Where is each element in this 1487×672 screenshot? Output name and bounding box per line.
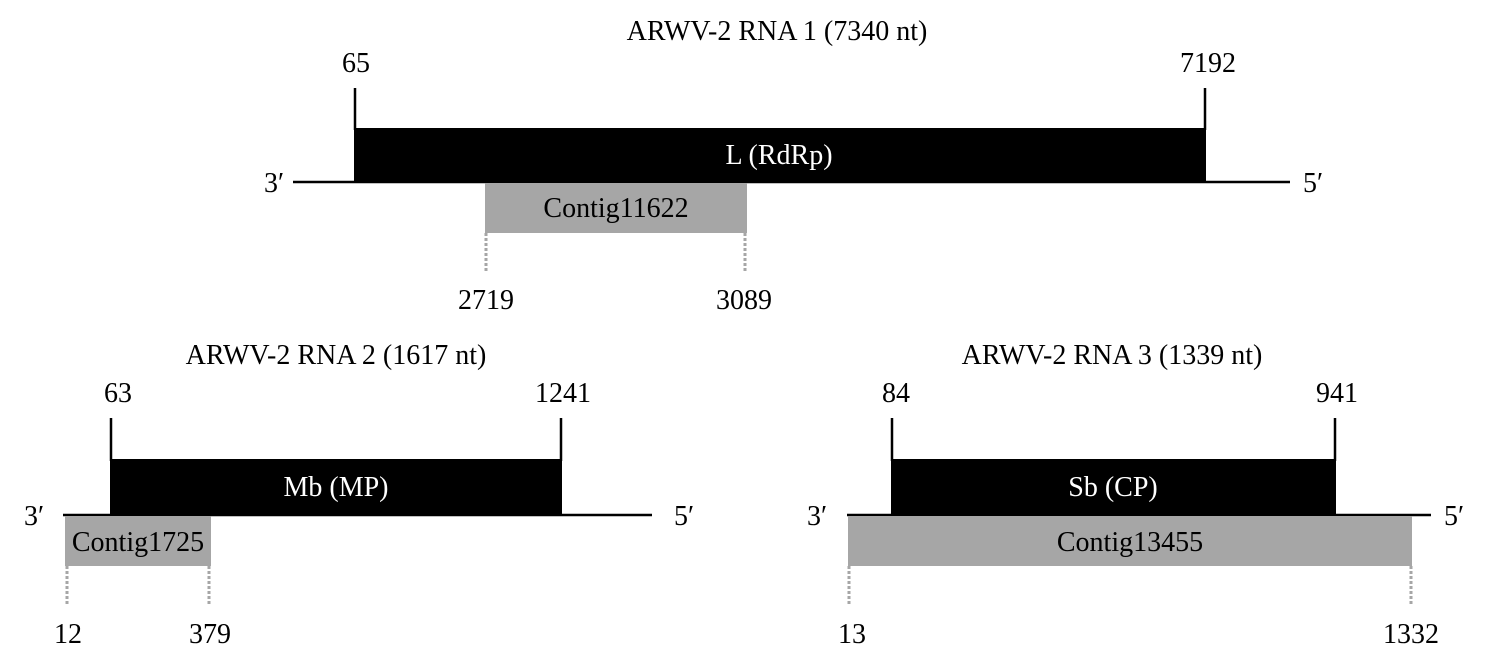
contig-end-pos: 1332	[1383, 619, 1439, 650]
end-5prime-label: 5′	[1303, 168, 1323, 199]
contig-start-pos: 12	[54, 619, 82, 650]
orf-label: L (RdRp)	[725, 140, 832, 171]
contig-block	[485, 183, 747, 233]
end-5prime-label: 5′	[674, 501, 694, 532]
contig-end-pos: 379	[189, 619, 231, 650]
contig-label: Contig13455	[1057, 527, 1203, 558]
orf-block	[354, 128, 1206, 182]
orf-end-pos: 7192	[1180, 48, 1236, 79]
segment-title: ARWV-2 RNA 3 (1339 nt)	[962, 340, 1263, 371]
orf-block	[110, 459, 562, 515]
end-3prime-label: 3′	[807, 501, 827, 532]
segment-rna3: ARWV-2 RNA 3 (1339 nt) 3′ 5′ 84 941 Sb (…	[807, 340, 1464, 650]
orf-start-pos: 84	[882, 378, 910, 409]
end-3prime-label: 3′	[24, 501, 44, 532]
contig-end-pos: 3089	[716, 285, 772, 316]
orf-label: Mb (MP)	[283, 472, 388, 503]
orf-start-pos: 65	[342, 48, 370, 79]
orf-start-pos: 63	[104, 378, 132, 409]
end-5prime-label: 5′	[1444, 501, 1464, 532]
orf-end-pos: 941	[1316, 378, 1358, 409]
segment-rna2: ARWV-2 RNA 2 (1617 nt) 3′ 5′ 63 1241 Mb …	[24, 340, 694, 650]
contig-block	[65, 516, 211, 566]
segment-title: ARWV-2 RNA 1 (7340 nt)	[627, 16, 928, 47]
contig-start-pos: 13	[838, 619, 866, 650]
contig-block	[848, 516, 1412, 566]
segment-rna1: ARWV-2 RNA 1 (7340 nt) 3′ 5′ 65 7192 L (…	[264, 16, 1323, 316]
contig-label: Contig11622	[543, 193, 688, 224]
orf-label: Sb (CP)	[1068, 472, 1157, 503]
orf-end-pos: 1241	[535, 378, 591, 409]
orf-block	[891, 459, 1336, 515]
segment-title: ARWV-2 RNA 2 (1617 nt)	[186, 340, 487, 371]
contig-start-pos: 2719	[458, 285, 514, 316]
contig-label: Contig1725	[72, 527, 204, 558]
end-3prime-label: 3′	[264, 168, 284, 199]
